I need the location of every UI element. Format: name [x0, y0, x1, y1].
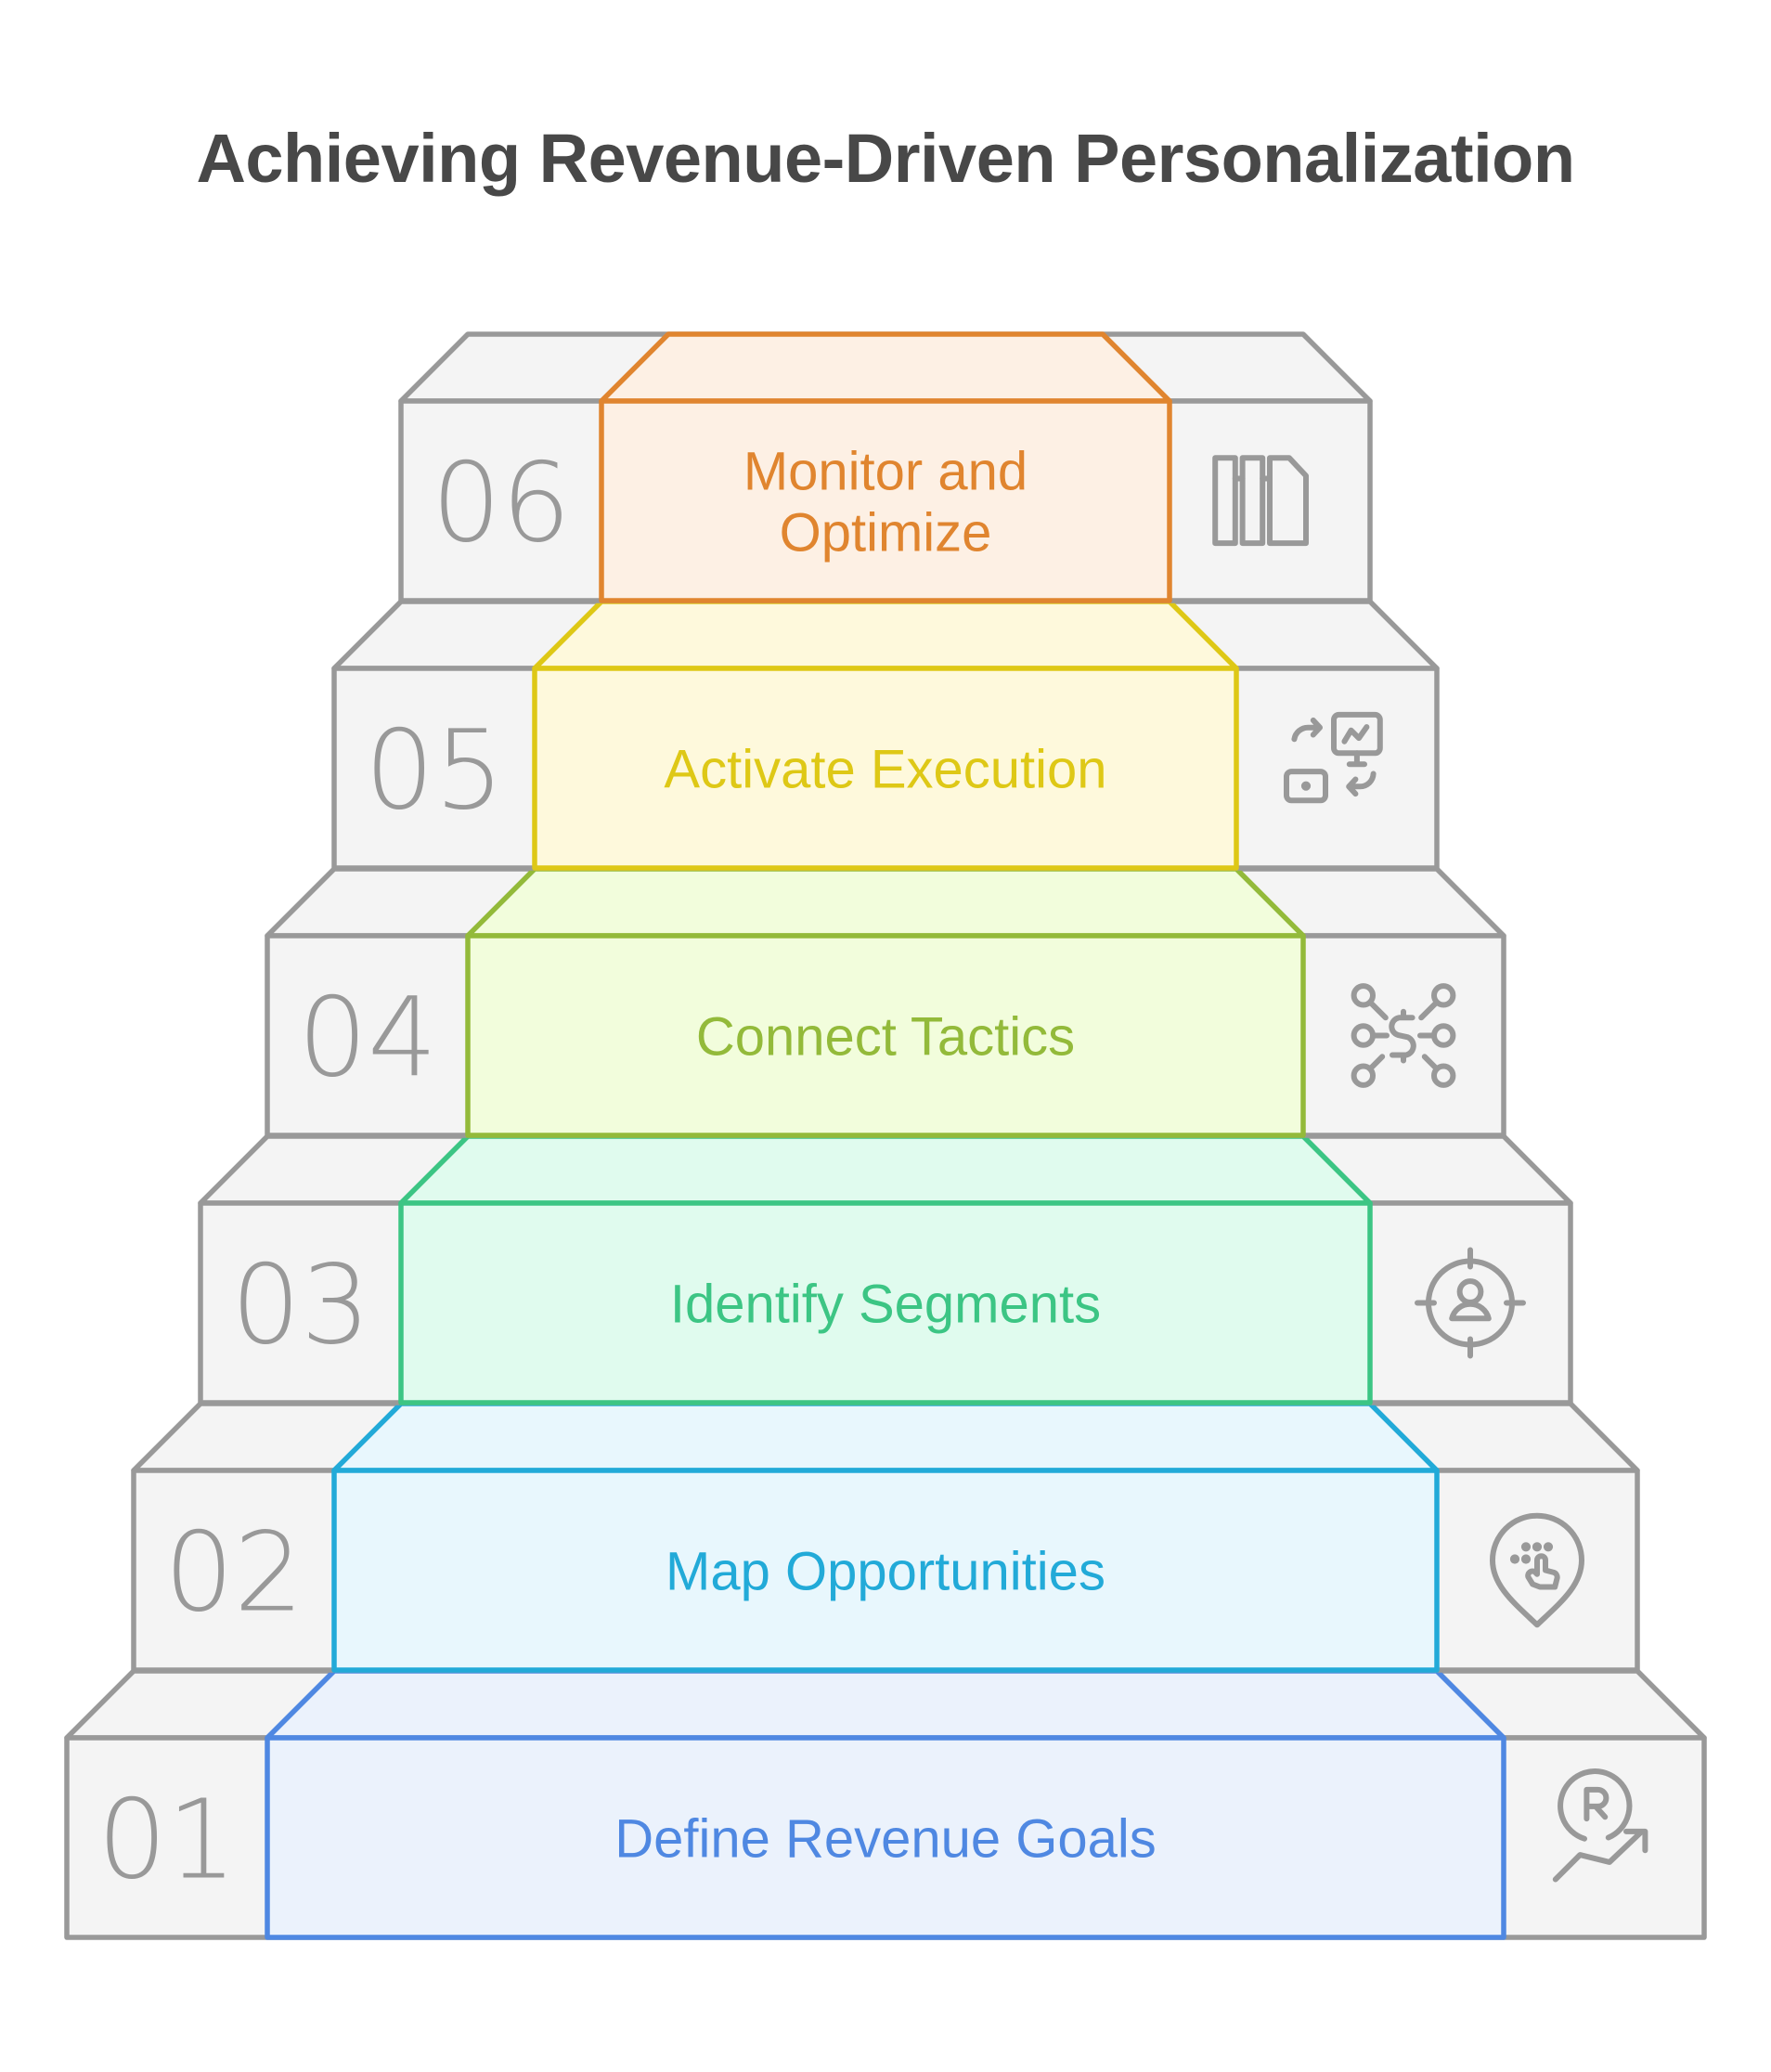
step-tread-colored: [331, 1401, 1440, 1473]
step-front-colored: [398, 1200, 1373, 1405]
step-number: 02: [164, 1509, 304, 1637]
step-number: 01: [97, 1776, 237, 1904]
step-05: 05 Activate Execution: [331, 599, 1440, 871]
step-number: 04: [298, 974, 437, 1102]
step-number: 06: [432, 439, 571, 567]
step-number: 03: [231, 1241, 370, 1369]
library-books-icon: [1212, 455, 1309, 547]
step-tread-colored: [398, 1133, 1373, 1206]
registered-growth-icon: [1552, 1768, 1648, 1883]
step-front-colored: [599, 398, 1172, 603]
step-front-colored: [465, 933, 1306, 1138]
step-label: Map Opportunities: [666, 1542, 1105, 1602]
presentation-exchange-icon: [1284, 711, 1383, 804]
step-label: Activate Execution: [664, 740, 1106, 800]
step-front-colored: [331, 1468, 1440, 1673]
step-number: 05: [365, 706, 504, 835]
step-label: Monitor and: [743, 442, 1028, 502]
step-label: Identify Segments: [670, 1275, 1101, 1335]
diagram-title: Achieving Revenue-Driven Personalization: [196, 120, 1575, 197]
step-label: Optimize: [780, 503, 992, 563]
step-tread-colored: [265, 1668, 1506, 1741]
step-front-colored: [532, 666, 1239, 871]
step-tread-colored: [599, 331, 1172, 404]
target-user-icon: [1415, 1247, 1526, 1359]
step-03: 03 Identify Segments: [198, 1133, 1573, 1405]
step-label: Connect Tactics: [696, 1007, 1075, 1068]
step-label: Define Revenue Goals: [614, 1809, 1157, 1870]
step-tread-colored: [532, 599, 1239, 671]
step-01: 01 Define Revenue Goals: [64, 1668, 1707, 1940]
step-02: 02 Map Opportunities: [131, 1401, 1640, 1673]
location-pin-tap-icon: [1490, 1512, 1584, 1628]
dollar-network-icon: [1351, 983, 1456, 1088]
step-front-colored: [265, 1735, 1506, 1940]
step-tread-colored: [465, 866, 1306, 939]
step-04: 04 Connect Tactics: [265, 866, 1506, 1138]
